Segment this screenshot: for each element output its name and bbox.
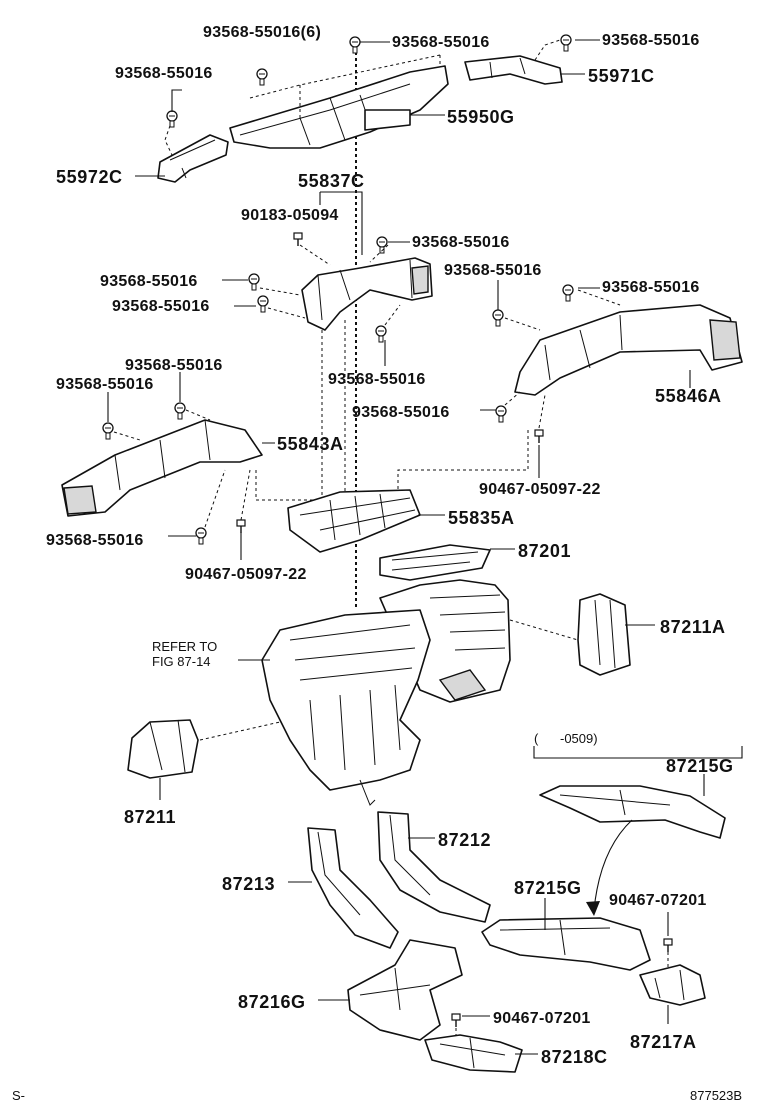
label-93568-55016: 93568-55016 — [125, 357, 223, 374]
label-93568-55016: 93568-55016 — [46, 532, 144, 549]
part-55835A-duct[interactable] — [287, 489, 421, 553]
label-90467-05097-22: 90467-05097-22 — [185, 566, 307, 583]
label-55950G: 55950G — [447, 107, 515, 127]
label-90467-07201: 90467-07201 — [493, 1010, 591, 1027]
label-87211: 87211 — [124, 807, 176, 827]
label-87211A: 87211A — [660, 617, 726, 637]
part-55843A-duct[interactable] — [61, 419, 263, 517]
part-87217A-duct[interactable] — [639, 964, 706, 1006]
label-55843A: 55843A — [277, 434, 344, 454]
part-87211A-duct[interactable] — [577, 593, 631, 676]
clip-icon — [663, 938, 673, 953]
label-90467-05097-22: 90467-05097-22 — [479, 481, 601, 498]
refer-fig-label: FIG 87-14 — [152, 654, 211, 669]
part-87215G-duct-top[interactable] — [539, 785, 726, 839]
label-93568-55016: 93568-55016 — [392, 34, 490, 51]
label-90183-05094: 90183-05094 — [241, 207, 339, 224]
screw-icon — [257, 295, 269, 313]
clip-icon — [293, 232, 303, 247]
footer-left-code: S- — [12, 1088, 25, 1103]
part-87201-filter[interactable] — [379, 544, 491, 581]
figure-id: 877523B — [690, 1088, 742, 1103]
screw-icon — [166, 110, 178, 128]
part-87218C-duct[interactable] — [424, 1034, 523, 1073]
label-55971C: 55971C — [588, 66, 655, 86]
label-93568-55016: 93568-55016 — [444, 262, 542, 279]
screw-icon — [375, 325, 387, 343]
label-87217A: 87217A — [630, 1032, 697, 1052]
clip-icon — [236, 519, 246, 534]
label-93568-55016: 93568-55016 — [100, 273, 198, 290]
screw-icon — [349, 36, 361, 54]
label-93568-55016: 93568-55016 — [352, 404, 450, 421]
part-55837C-duct[interactable] — [301, 257, 433, 331]
clip-icon — [534, 429, 544, 444]
part-hvac-unit[interactable] — [261, 579, 511, 806]
screw-icon — [256, 68, 268, 86]
screw-icon — [562, 284, 574, 302]
part-87211-duct[interactable] — [127, 719, 199, 779]
label-87213: 87213 — [222, 874, 275, 894]
refer-to-label: REFER TO — [152, 639, 217, 654]
label-55972C: 55972C — [56, 167, 123, 187]
label-93568-55016-6: 93568-55016(6) — [203, 24, 321, 41]
date-range-note: ( -0509) — [534, 731, 598, 746]
screw-icon — [495, 405, 507, 423]
arrow-replaces-icon — [593, 819, 633, 911]
label-93568-55016: 93568-55016 — [56, 376, 154, 393]
label-87215G: 87215G — [514, 878, 582, 898]
label-87218C: 87218C — [541, 1047, 608, 1067]
label-93568-55016: 93568-55016 — [112, 298, 210, 315]
part-55971C-duct[interactable] — [464, 55, 563, 85]
label-87216G: 87216G — [238, 992, 306, 1012]
screw-icon — [102, 422, 114, 440]
label-93568-55016: 93568-55016 — [602, 32, 700, 49]
part-55846A-duct[interactable] — [514, 304, 743, 396]
label-55835A: 55835A — [448, 508, 515, 528]
screw-icon — [492, 309, 504, 327]
screw-icon — [174, 402, 186, 420]
label-55837C: 55837C — [298, 171, 365, 191]
label-93568-55016: 93568-55016 — [115, 65, 213, 82]
part-87212-duct[interactable] — [377, 811, 491, 923]
label-93568-55016: 93568-55016 — [328, 371, 426, 388]
label-87201: 87201 — [518, 541, 571, 561]
label-90467-07201: 90467-07201 — [609, 892, 707, 909]
label-55846A: 55846A — [655, 386, 722, 406]
part-55950G-duct[interactable] — [229, 65, 449, 149]
screw-icon — [248, 273, 260, 291]
screw-icon — [560, 34, 572, 52]
part-87215G-duct-mid[interactable] — [481, 917, 651, 971]
part-87213-duct[interactable] — [307, 827, 399, 949]
label-93568-55016: 93568-55016 — [412, 234, 510, 251]
label-87215G: 87215G — [666, 756, 734, 776]
label-87212: 87212 — [438, 830, 491, 850]
part-55972C-duct[interactable] — [157, 134, 229, 183]
part-87216G-duct[interactable] — [347, 939, 463, 1041]
screw-icon — [195, 527, 207, 545]
label-93568-55016: 93568-55016 — [602, 279, 700, 296]
clip-icon — [451, 1013, 461, 1028]
